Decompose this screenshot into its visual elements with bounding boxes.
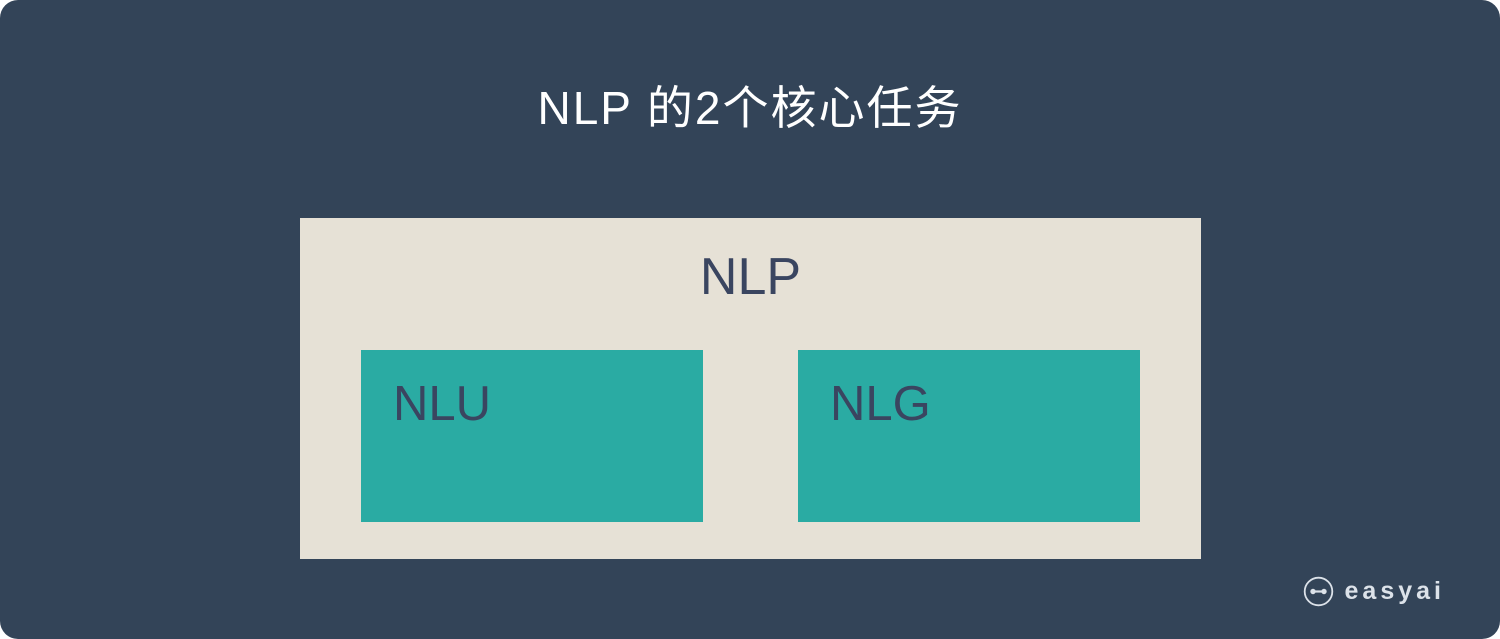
nlu-label: NLU xyxy=(393,377,492,431)
nlp-container-label: NLP xyxy=(699,248,802,306)
nlg-label: NLG xyxy=(830,377,931,431)
robot-face-icon xyxy=(1303,576,1334,607)
nlg-box: NLG xyxy=(798,350,1140,522)
nlu-box: NLU xyxy=(361,350,703,522)
nlp-container-box: NLP NLU NLG xyxy=(300,218,1201,559)
page-title: NLP 的2个核心任务 xyxy=(537,82,963,134)
brand-name: easyai xyxy=(1344,577,1445,605)
brand-logo: easyai xyxy=(1303,576,1445,607)
